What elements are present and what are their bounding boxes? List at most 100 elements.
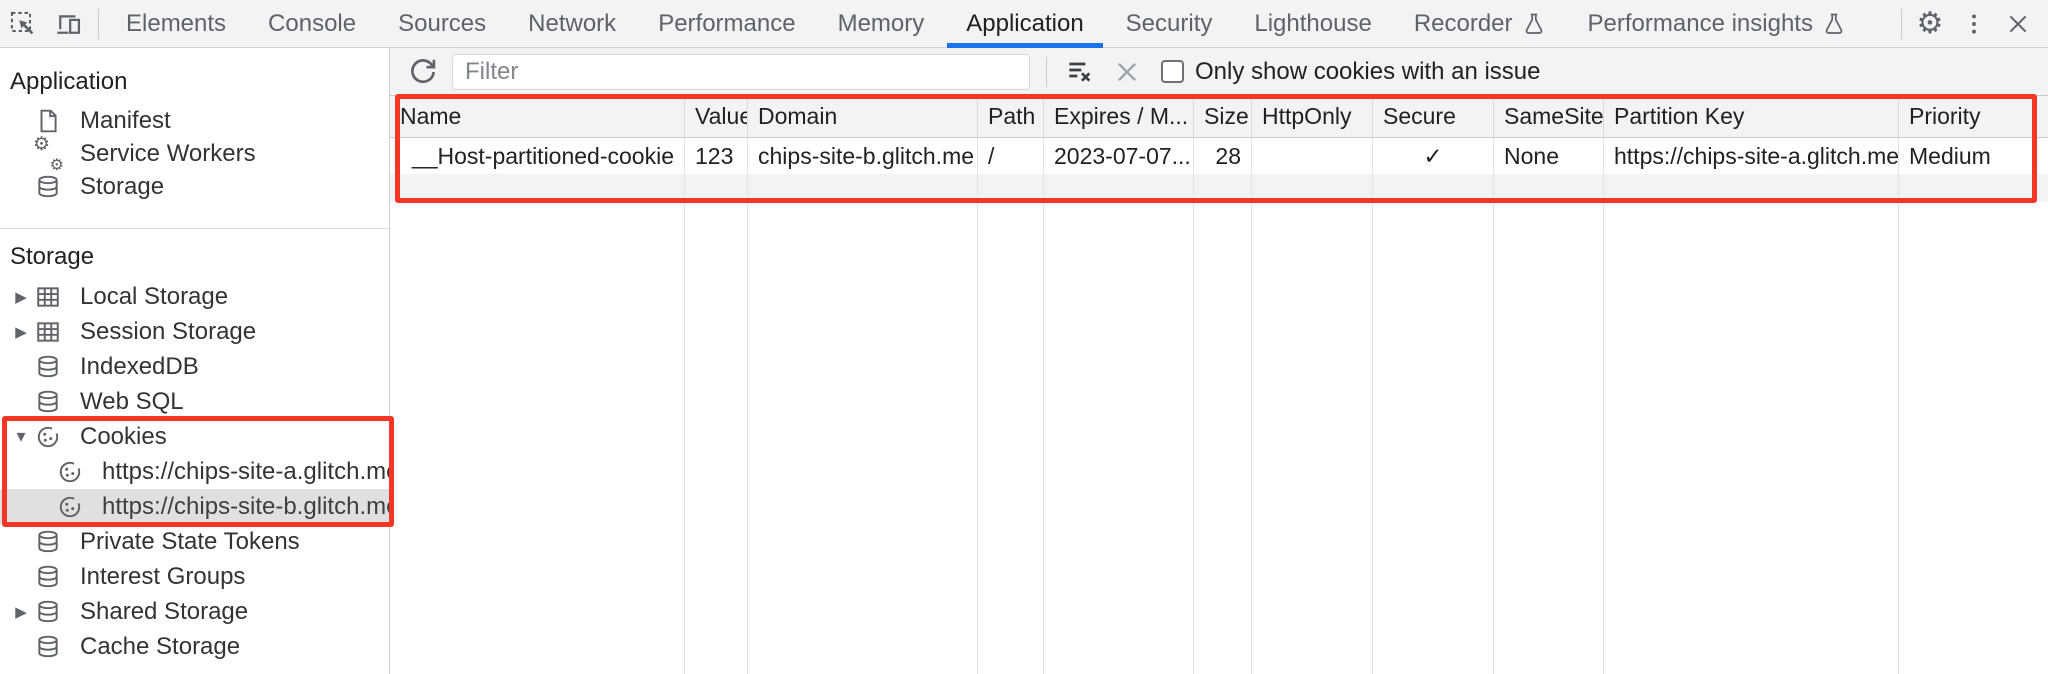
tab-security[interactable]: Security bbox=[1105, 0, 1234, 47]
filler-row-cell[interactable] bbox=[978, 174, 1044, 202]
sidebar-item-label: Cookies bbox=[80, 422, 167, 450]
toolbar-separator bbox=[1046, 56, 1047, 87]
column-header-samesite[interactable]: SameSite bbox=[1494, 96, 1604, 138]
sidebar-item-cache-storage[interactable]: Cache Storage bbox=[0, 629, 389, 664]
flask-icon bbox=[1822, 12, 1846, 36]
chevron-down-icon[interactable] bbox=[13, 428, 29, 445]
filler-row-cell[interactable] bbox=[748, 174, 978, 202]
column-header-partition-key[interactable]: Partition Key bbox=[1604, 96, 1899, 138]
cookie-cell-size[interactable]: 28 bbox=[1194, 138, 1252, 174]
sidebar-item-storage[interactable]: Storage bbox=[0, 170, 389, 203]
database-icon bbox=[34, 528, 62, 556]
filler-row-cell[interactable] bbox=[1604, 174, 1899, 202]
table-empty-column bbox=[1494, 202, 1604, 674]
filter-input[interactable] bbox=[452, 53, 1030, 90]
inspect-element-button[interactable] bbox=[0, 0, 46, 47]
sidebar-item-service-workers[interactable]: ⚙⚙ Service Workers bbox=[0, 134, 389, 174]
filler-row-cell[interactable] bbox=[1044, 174, 1194, 202]
tabbar-controls: ⚙ bbox=[1895, 0, 2048, 47]
tab-lighthouse[interactable]: Lighthouse bbox=[1233, 0, 1392, 47]
sidebar-item-manifest[interactable]: Manifest bbox=[0, 104, 389, 137]
cookie-cell-priority[interactable]: Medium bbox=[1899, 138, 2048, 174]
cookie-cell-domain[interactable]: chips-site-b.glitch.me bbox=[748, 138, 978, 174]
cookie-cell-partition-key[interactable]: https://chips-site-a.glitch.me bbox=[1604, 138, 1899, 174]
cookie-cell-value[interactable]: 123 bbox=[685, 138, 748, 174]
kebab-menu-icon bbox=[1961, 11, 1987, 37]
tab-performance[interactable]: Performance bbox=[637, 0, 816, 47]
tab-console[interactable]: Console bbox=[247, 0, 377, 47]
only-issue-toggle[interactable]: Only show cookies with an issue bbox=[1161, 58, 1541, 86]
gear-icon: ⚙ bbox=[1916, 7, 1944, 40]
sidebar-item-cookies-chips-site-a[interactable]: https://chips-site-a.glitch.me bbox=[0, 454, 399, 489]
chevron-right-icon[interactable] bbox=[13, 323, 29, 341]
column-header-name[interactable]: Name bbox=[390, 96, 685, 138]
tab-label: Sources bbox=[398, 9, 487, 37]
settings-button[interactable]: ⚙ bbox=[1908, 0, 1952, 47]
tab-recorder[interactable]: Recorder bbox=[1393, 0, 1567, 47]
sidebar-item-cookies-chips-site-b[interactable]: https://chips-site-b.glitch.me bbox=[0, 489, 399, 524]
sidebar-item-private-state-tokens[interactable]: Private State Tokens bbox=[0, 524, 389, 559]
filler-row-cell[interactable] bbox=[1899, 174, 2048, 202]
flask-icon bbox=[1522, 12, 1546, 36]
column-header-path[interactable]: Path bbox=[978, 96, 1044, 138]
more-options-button[interactable] bbox=[1952, 0, 1996, 47]
sidebar-item-session-storage[interactable]: Session Storage bbox=[0, 314, 389, 349]
sidebar-item-web-sql[interactable]: Web SQL bbox=[0, 384, 389, 419]
sidebar-item-cookies[interactable]: Cookies bbox=[0, 419, 389, 454]
column-header-expires[interactable]: Expires / M... bbox=[1044, 96, 1194, 138]
filler-row-cell[interactable] bbox=[685, 174, 748, 202]
database-icon bbox=[34, 633, 62, 661]
filler-row-cell[interactable] bbox=[1373, 174, 1494, 202]
table-empty-column bbox=[685, 202, 748, 674]
column-header-domain[interactable]: Domain bbox=[748, 96, 978, 138]
database-icon bbox=[34, 563, 62, 591]
column-header-value[interactable]: Value bbox=[685, 96, 748, 138]
table-grid-icon bbox=[34, 283, 62, 311]
tab-network[interactable]: Network bbox=[507, 0, 637, 47]
table-empty-column bbox=[1373, 202, 1494, 674]
sidebar-item-indexeddb[interactable]: IndexedDB bbox=[0, 349, 389, 384]
cookie-cell-path[interactable]: / bbox=[978, 138, 1044, 174]
sidebar-section-application: Application bbox=[10, 68, 128, 95]
sidebar-item-interest-groups[interactable]: Interest Groups bbox=[0, 559, 389, 594]
sidebar-item-shared-storage[interactable]: Shared Storage bbox=[0, 594, 389, 629]
tab-label: Lighthouse bbox=[1254, 9, 1372, 37]
close-devtools-button[interactable] bbox=[1996, 0, 2040, 47]
filler-row-cell[interactable] bbox=[390, 174, 685, 202]
tab-label: Elements bbox=[126, 9, 227, 37]
cookie-cell-secure[interactable]: ✓ bbox=[1373, 138, 1494, 174]
device-toolbar-button[interactable] bbox=[46, 0, 92, 47]
sidebar-item-local-storage[interactable]: Local Storage bbox=[0, 279, 389, 314]
chevron-right-icon[interactable] bbox=[13, 288, 29, 306]
clear-filter-button[interactable] bbox=[1063, 55, 1097, 89]
filler-row-cell[interactable] bbox=[1194, 174, 1252, 202]
tab-memory[interactable]: Memory bbox=[817, 0, 946, 47]
tab-sources[interactable]: Sources bbox=[377, 0, 507, 47]
sidebar-item-label: Interest Groups bbox=[80, 562, 246, 590]
close-icon bbox=[2005, 11, 2031, 37]
cookie-cell-samesite[interactable]: None bbox=[1494, 138, 1604, 174]
column-header-size[interactable]: Size bbox=[1194, 96, 1252, 138]
column-header-httponly[interactable]: HttpOnly bbox=[1252, 96, 1373, 138]
sidebar-item-label: https://chips-site-a.glitch.me bbox=[102, 457, 400, 485]
tab-elements[interactable]: Elements bbox=[105, 0, 247, 47]
database-icon bbox=[34, 353, 62, 381]
delete-selected-button[interactable] bbox=[1111, 56, 1143, 88]
cookie-cell-httponly[interactable] bbox=[1252, 138, 1373, 174]
tab-performance-insights[interactable]: Performance insights bbox=[1567, 0, 1867, 47]
cookie-cell-name[interactable]: __Host-partitioned-cookie bbox=[390, 138, 685, 174]
filler-row-cell[interactable] bbox=[1252, 174, 1373, 202]
column-header-secure[interactable]: Secure bbox=[1373, 96, 1494, 138]
only-issue-checkbox[interactable] bbox=[1161, 60, 1184, 83]
tab-application[interactable]: Application bbox=[945, 0, 1104, 48]
table-empty-column bbox=[978, 202, 1044, 674]
column-header-priority[interactable]: Priority bbox=[1899, 96, 2048, 138]
chevron-right-icon[interactable] bbox=[13, 603, 29, 621]
inspect-icon bbox=[9, 10, 37, 38]
refresh-button[interactable] bbox=[404, 53, 442, 91]
table-empty-column bbox=[1252, 202, 1373, 674]
filler-row-cell[interactable] bbox=[1494, 174, 1604, 202]
cookie-cell-expires[interactable]: 2023-07-07... bbox=[1044, 138, 1194, 174]
cookie-icon bbox=[56, 493, 84, 521]
table-empty-column bbox=[1899, 202, 2048, 674]
